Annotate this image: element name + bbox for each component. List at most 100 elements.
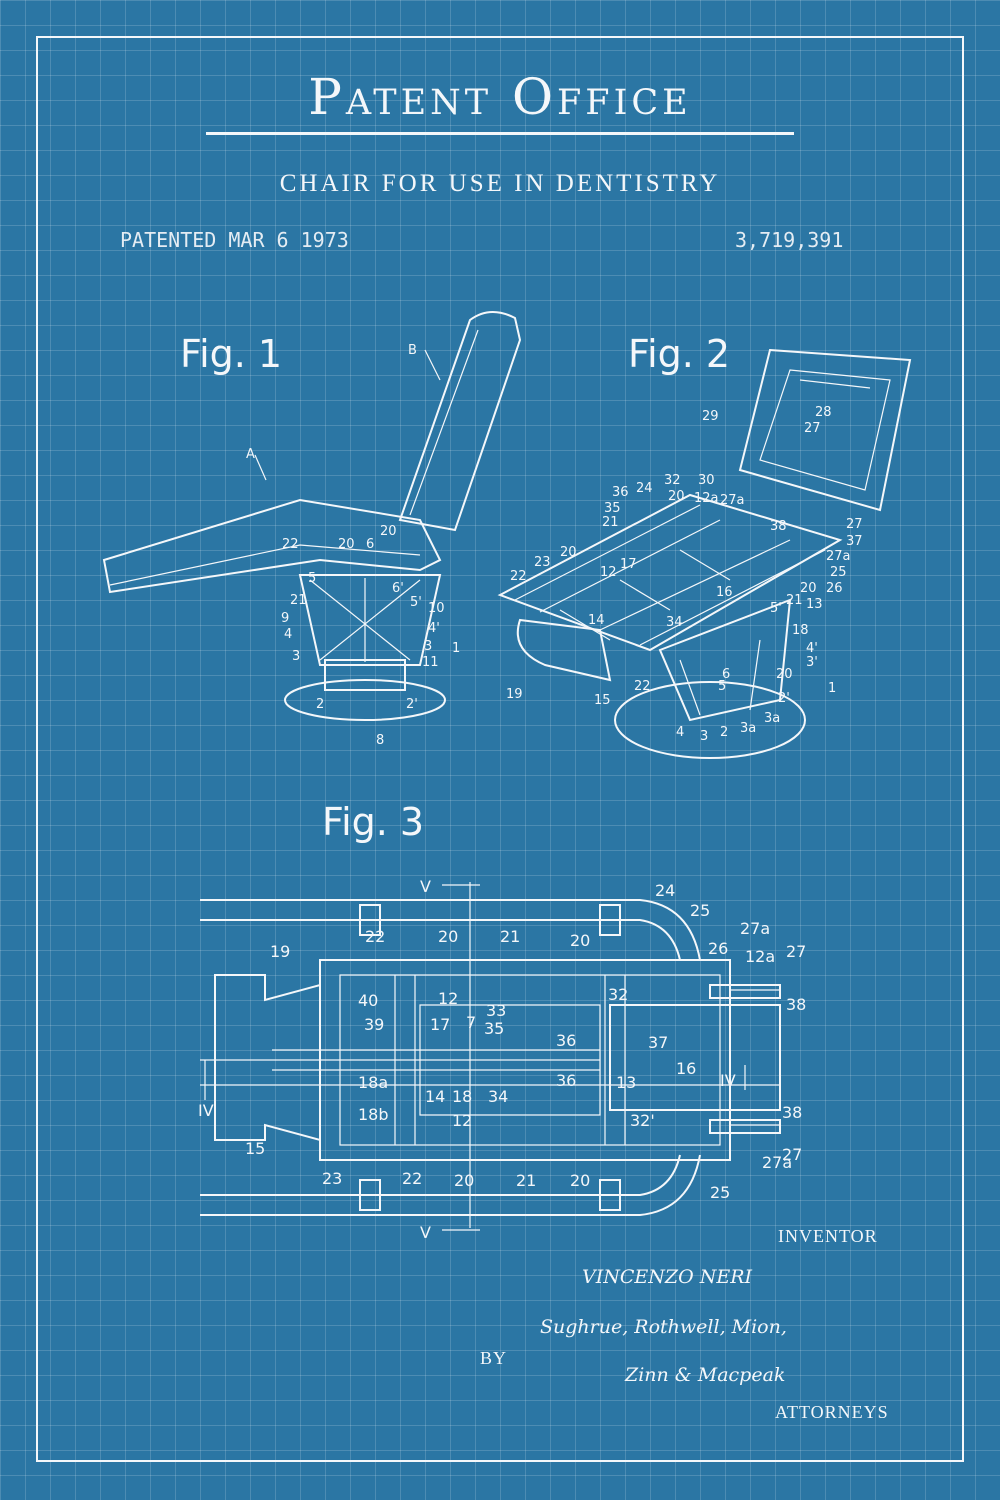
fig2-callout: 26 [826, 581, 843, 596]
fig3-callout: 12 [438, 989, 458, 1008]
fig3-callout: 35 [484, 1019, 504, 1038]
inventor-label: INVENTOR [778, 1226, 878, 1246]
fig2-callout: 3' [806, 655, 818, 670]
fig3-callout: 14 [425, 1087, 445, 1106]
fig1-callout: A [246, 447, 255, 462]
fig3-callout: 38 [786, 995, 806, 1014]
by-label: BY [480, 1348, 508, 1368]
fig1-callout: 22 [282, 537, 299, 552]
fig3-callout: 40 [358, 991, 378, 1010]
fig2-callout: 28 [815, 405, 832, 420]
fig3-callout: 38 [782, 1103, 802, 1122]
fig2-callout: 27 [804, 421, 821, 436]
fig2-callout: 14 [588, 613, 605, 628]
fig3-callout: 12 [452, 1111, 472, 1130]
fig3-callout: 22 [402, 1169, 422, 1188]
fig2-callout: 5' [770, 601, 782, 616]
fig2-callout: 4 [676, 725, 684, 740]
fig3-callout: 36 [556, 1071, 576, 1090]
fig2-callout: 17 [620, 557, 637, 572]
fig2-callout: 27a [720, 493, 745, 508]
attorneys-label: ATTORNEYS [775, 1402, 889, 1422]
fig2-callout: 4' [806, 641, 818, 656]
fig1-callout: 5 [308, 571, 316, 586]
fig2-callout: 35 [604, 501, 621, 516]
fig2-callout: 13 [806, 597, 823, 612]
fig2-callout: 18 [792, 623, 809, 638]
fig2-callout: 3a [740, 721, 756, 736]
fig2-callout: 21 [602, 515, 619, 530]
fig3-callout: 18a [358, 1073, 388, 1092]
fig3-callout: 33 [486, 1001, 506, 1020]
fig1-callout: 4' [428, 621, 440, 636]
fig2-drawing [497, 348, 912, 759]
fig1-callout: 3 [292, 649, 300, 664]
fig3-callout: IV [720, 1071, 736, 1090]
fig3-label: Fig. 3 [322, 800, 425, 844]
fig3-drawing [200, 882, 781, 1231]
fig1-callout: 11 [422, 655, 439, 670]
fig2-callouts: 29 28 27 36 24 32 30 35 20 12a 27a 21 38… [506, 405, 863, 744]
fig3-callout: 27 [786, 942, 806, 961]
fig2-callout: 32 [664, 473, 681, 488]
patented-date-stamp: PATENTED MAR 6 1973 [120, 228, 349, 252]
fig2-callout: 12 [600, 565, 617, 580]
fig2-callout: 3 [700, 729, 708, 744]
fig2-callout: 16 [716, 585, 733, 600]
fig3-callout: 21 [516, 1171, 536, 1190]
fig1-callout: B [408, 343, 417, 358]
fig3-callout: 34 [488, 1087, 508, 1106]
fig3-callout: IV [198, 1101, 214, 1120]
fig2-callout: 37 [846, 534, 863, 549]
fig2-callout: 3a [764, 711, 780, 726]
patent-number: 3,719,391 [735, 228, 844, 252]
fig2-callout: 24 [636, 481, 653, 496]
fig2-callout: 2' [778, 691, 790, 706]
fig3-callout: 20 [454, 1171, 474, 1190]
fig1-callout: 4 [284, 627, 292, 642]
fig1-callout: 2 [316, 697, 324, 712]
fig3-callout: 24 [655, 881, 675, 900]
fig3-callout: 27a [740, 919, 770, 938]
fig1-callout: 5' [410, 595, 422, 610]
fig3-callout: 32' [630, 1111, 655, 1130]
fig3-callout: 20 [438, 927, 458, 946]
fig3-callout: 23 [322, 1169, 342, 1188]
fig3-callout: 25 [690, 901, 710, 920]
fig2-callout: 27 [846, 517, 863, 532]
fig1-callout: 6 [366, 537, 374, 552]
fig3-callout: 13 [616, 1073, 636, 1092]
fig2-callout: 29 [702, 409, 719, 424]
fig2-callout: 5 [718, 679, 726, 694]
fig2-callout: 1 [828, 681, 836, 696]
fig1-callout: 21 [290, 593, 307, 608]
fig1-callouts: A B 22 20 6 20 5 6' 21 5' 9 10 4 4' 3 3 … [246, 343, 460, 748]
patent-subtitle: CHAIR FOR USE IN DENTISTRY [279, 170, 721, 197]
fig3-callout: 18 [452, 1087, 472, 1106]
fig2-callout: 20 [800, 581, 817, 596]
fig3-callout: 12a [745, 947, 775, 966]
fig2-callout: 2 [720, 725, 728, 740]
fig3-callout: 7 [466, 1013, 476, 1032]
fig2-callout: 22 [634, 679, 651, 694]
fig2-callout: 38 [770, 519, 787, 534]
fig3-callout: 27a [762, 1153, 792, 1172]
fig2-callout: 27a [826, 549, 851, 564]
attorneys-signature-line2: Zinn & Macpeak [625, 1364, 786, 1386]
fig2-callout: 21 [786, 593, 803, 608]
fig2-label: Fig. 2 [628, 332, 731, 376]
fig2-callout: 30 [698, 473, 715, 488]
fig3-callout: 37 [648, 1033, 668, 1052]
fig3-callout: 16 [676, 1059, 696, 1078]
fig3-callout: 21 [500, 927, 520, 946]
fig1-callout: 1 [452, 641, 460, 656]
fig3-callout: V [420, 877, 431, 896]
fig3-callouts: V 24 25 22 20 21 20 26 27a 12a 27 19 40 … [198, 877, 806, 1242]
fig1-callout: 10 [428, 601, 445, 616]
fig2-callout: 15 [594, 693, 611, 708]
fig1-callout: 20 [380, 524, 397, 539]
fig1-callout: 8 [376, 733, 384, 748]
fig3-callout: 19 [270, 942, 290, 961]
fig1-callout: 3 [424, 639, 432, 654]
